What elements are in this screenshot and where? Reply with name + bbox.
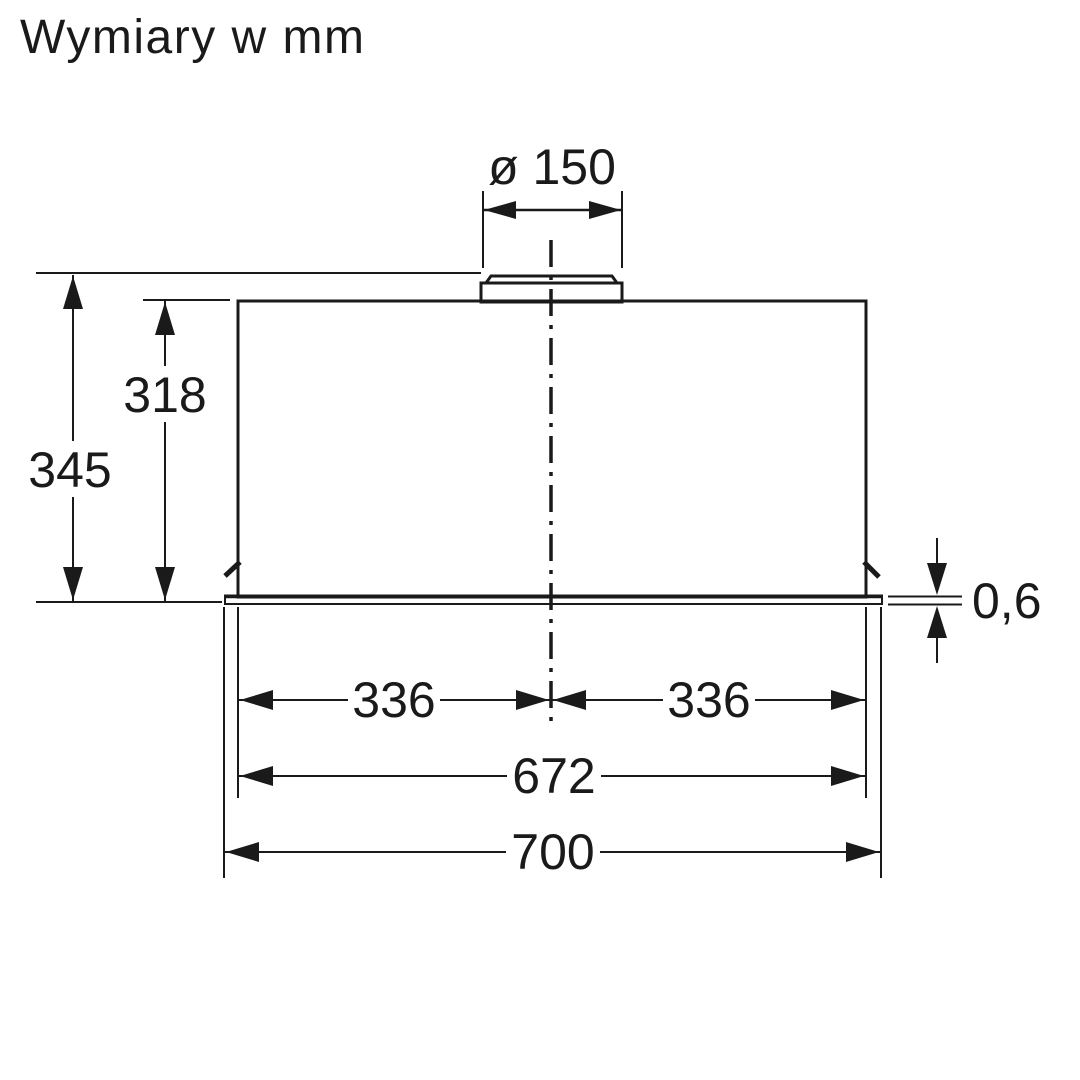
arrowhead-down	[927, 563, 947, 595]
left-half-width-dimension: 336	[239, 672, 550, 728]
arrowhead-down	[155, 567, 175, 600]
hood-outline	[223, 240, 883, 722]
arrowhead-up	[63, 276, 83, 309]
duct-collar-lip	[483, 274, 620, 285]
body-width-label: 672	[512, 748, 595, 804]
overall-width-dimension: 700	[225, 824, 880, 880]
arrowhead-right	[831, 766, 864, 786]
label-background	[507, 749, 601, 803]
arrowhead-up	[927, 606, 947, 638]
label-background	[119, 366, 211, 422]
panel-thickness-dimension: 0,6	[888, 538, 1042, 663]
panel-thickness-label: 0,6	[972, 573, 1042, 629]
arrowhead-left	[240, 766, 273, 786]
label-background	[25, 441, 117, 497]
arrowhead-left	[553, 690, 586, 710]
body-width-dimension: 672	[239, 748, 865, 804]
label-background	[506, 825, 600, 879]
body-height-label: 318	[123, 367, 206, 423]
arrowhead-left	[226, 842, 259, 862]
page-title: Wymiary w mm	[20, 11, 366, 64]
arrowhead-left	[484, 201, 516, 219]
arrowhead-up	[155, 302, 175, 335]
arrowhead-right	[589, 201, 621, 219]
label-background	[348, 673, 440, 727]
right-half-width-label: 336	[667, 672, 750, 728]
duct-diameter-label: ø 150	[488, 139, 616, 195]
duct-diameter-dimension: ø 150	[482, 139, 623, 268]
arrowhead-down	[63, 567, 83, 600]
body-height-dimension: 318	[119, 301, 211, 601]
overall-width-label: 700	[511, 824, 594, 880]
arrowhead-left	[240, 690, 273, 710]
total-height-label: 345	[28, 442, 111, 498]
right-mounting-clip	[862, 560, 881, 579]
left-half-width-label: 336	[352, 672, 435, 728]
left-mounting-clip	[223, 560, 242, 578]
label-background	[663, 673, 755, 727]
right-half-width-dimension: 336	[552, 672, 865, 728]
arrowhead-right	[831, 690, 864, 710]
arrowhead-right	[846, 842, 879, 862]
total-height-dimension: 345	[25, 275, 117, 601]
arrowhead-right	[516, 690, 549, 710]
